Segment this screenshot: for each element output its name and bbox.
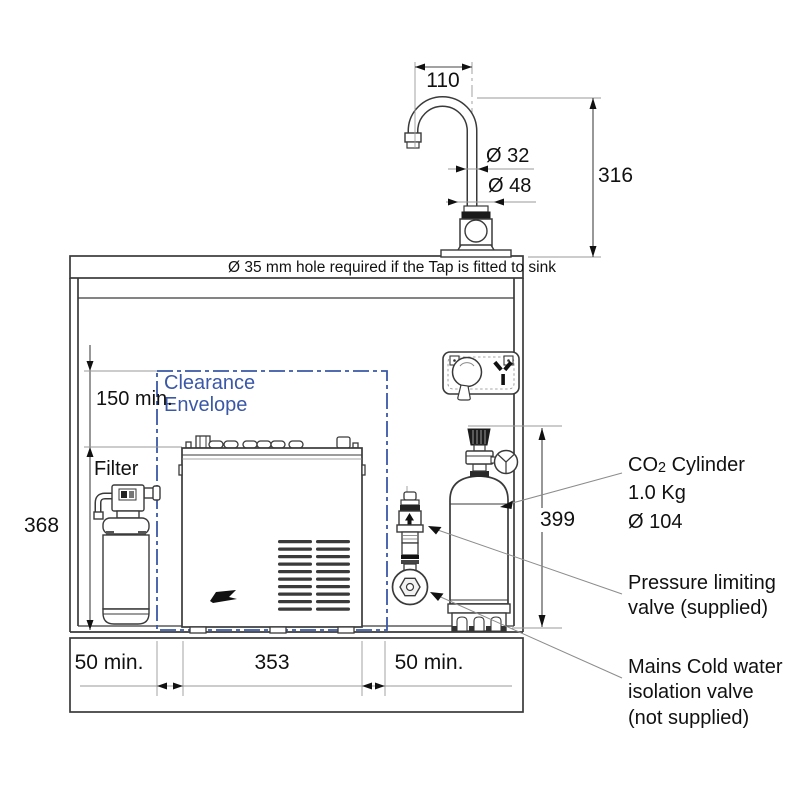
- regulator-drawing: [465, 428, 519, 477]
- mains-valve-line2: isolation valve: [628, 681, 754, 704]
- pressure-limiting-valve-drawing: [396, 486, 424, 573]
- dim-bottom: [80, 641, 512, 696]
- leader-co2: [504, 472, 623, 506]
- dim-150-label: 150 min.: [96, 388, 173, 410]
- dim-dia32: [448, 165, 534, 173]
- mains-valve-line1: Mains Cold water: [628, 656, 783, 678]
- plug-cord: [457, 384, 471, 401]
- tap-base-plate: [440, 249, 512, 258]
- dim-353-label: 353: [254, 651, 290, 674]
- filter-label: Filter: [94, 458, 139, 480]
- pressure-valve-callout: Pressure limiting valve (supplied): [628, 572, 776, 620]
- isolation-valve-drawing: [391, 568, 429, 606]
- mains-valve-callout: Mains Cold water isolation valve (not su…: [628, 656, 783, 729]
- dim-dia48: [446, 198, 536, 206]
- cabinet-outline: [69, 255, 524, 713]
- co2-subscript: 2: [658, 460, 667, 476]
- leader-isolation-valve: [433, 593, 623, 679]
- mains-valve-line3: (not supplied): [628, 706, 750, 729]
- bench-hole-note: Ø 35 mm hole required if the Tap is fitt…: [228, 259, 556, 276]
- dim-316: [477, 97, 601, 258]
- chiller-vent-grille: [278, 540, 350, 611]
- dim-316-label: 316: [598, 164, 634, 187]
- leader-pressure-valve: [431, 527, 623, 595]
- co2-cylinder-drawing: [447, 428, 519, 632]
- leader-lines: [428, 472, 623, 679]
- clearance-label-line2: Envelope: [164, 394, 248, 417]
- dim-368-label: 368: [24, 514, 60, 537]
- co2-weight: 1.0 Kg: [628, 482, 686, 505]
- tap-handle: [464, 219, 488, 243]
- dim-dia48-label: Ø 48: [488, 175, 532, 197]
- flow-arrow-icon: [405, 513, 414, 521]
- chiller-drawing: [178, 435, 366, 634]
- dim-399-label: 399: [538, 508, 578, 532]
- co2-diameter: Ø 104: [628, 510, 683, 533]
- co2-cylinder-name: CO2 Cylinder: [628, 454, 745, 476]
- dim-50-right-label: 50 min.: [394, 651, 464, 674]
- regulator-knob: [467, 428, 491, 446]
- plug-face: [451, 356, 483, 388]
- dim-150-368: [84, 345, 182, 630]
- dim-110-label: 110: [426, 69, 460, 92]
- dim-50-left-label: 50 min.: [74, 651, 144, 674]
- pressure-valve-line2: valve (supplied): [628, 597, 769, 620]
- dim-dia32-label: Ø 32: [486, 145, 530, 167]
- clearance-label-line1: Clearance: [164, 372, 256, 394]
- dim-110: [414, 62, 472, 148]
- power-outlet: [442, 351, 520, 401]
- co2-cylinder-callout: CO2 Cylinder 1.0 Kg Ø 104: [628, 454, 745, 533]
- pressure-valve-line1: Pressure limiting: [628, 572, 776, 594]
- brand-logo: [210, 590, 237, 603]
- clearance-envelope-label: Clearance Envelope: [164, 372, 255, 417]
- filter-drawing: [93, 484, 161, 625]
- tap-spout-tip: [404, 132, 422, 143]
- socket-pins-icon: [493, 360, 513, 385]
